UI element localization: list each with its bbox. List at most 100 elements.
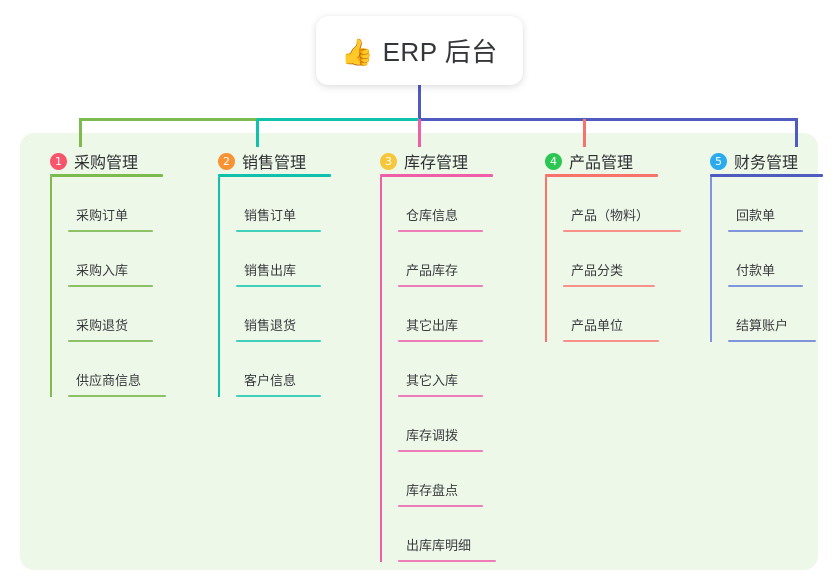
- leaf-underline: [563, 285, 655, 287]
- leaf-underline: [563, 230, 681, 232]
- leaf-label: 采购入库: [76, 263, 129, 278]
- leaf-underline: [398, 560, 496, 562]
- branch-header-3[interactable]: 3 库存管理: [362, 145, 522, 177]
- branch-underline-5: [710, 174, 823, 177]
- leaf-item[interactable]: 仓库信息: [380, 177, 522, 232]
- leaf-underline: [563, 340, 659, 342]
- branch-underline-1: [50, 174, 163, 177]
- thumbs-up-icon: 👍: [341, 36, 374, 67]
- branch-header-2[interactable]: 2 销售管理: [200, 145, 360, 177]
- branch-number-badge-5: 5: [710, 152, 727, 170]
- leaf-label: 其它入库: [406, 373, 459, 388]
- leaf-item[interactable]: 产品单位: [545, 287, 697, 342]
- branch-spine-3: [380, 177, 382, 562]
- leaf-item[interactable]: 产品分类: [545, 232, 697, 287]
- branch-column-5: 5 财务管理 回款单 付款单 结算账户: [692, 145, 839, 342]
- leaf-label: 出库库明细: [406, 538, 472, 553]
- branch-header-1[interactable]: 1 采购管理: [32, 145, 192, 177]
- leaf-label: 采购订单: [76, 208, 129, 223]
- leaf-item[interactable]: 结算账户: [710, 287, 839, 342]
- leaf-label: 采购退货: [76, 318, 129, 333]
- leaf-underline: [236, 340, 321, 342]
- root-node[interactable]: 👍 ERP 后台: [316, 16, 523, 85]
- leaf-label: 销售出库: [244, 263, 297, 278]
- leaf-underline: [68, 340, 153, 342]
- branch-underline-3: [380, 174, 493, 177]
- leaf-list-4: 产品（物料） 产品分类 产品单位: [527, 177, 697, 342]
- leaf-label: 产品单位: [571, 318, 624, 333]
- leaf-label: 仓库信息: [406, 208, 459, 223]
- leaf-underline: [398, 395, 483, 397]
- leaf-underline: [68, 395, 166, 397]
- leaf-item[interactable]: 客户信息: [218, 342, 360, 397]
- leaf-item[interactable]: 付款单: [710, 232, 839, 287]
- branch-column-4: 4 产品管理 产品（物料） 产品分类 产品单位: [527, 145, 697, 342]
- leaf-label: 其它出库: [406, 318, 459, 333]
- branch-column-1: 1 采购管理 采购订单 采购入库 采购退货 供应商信息: [32, 145, 192, 397]
- branch-column-2: 2 销售管理 销售订单 销售出库 销售退货 客户信息: [200, 145, 360, 397]
- branch-title-3: 库存管理: [404, 155, 469, 172]
- leaf-underline: [236, 285, 321, 287]
- leaf-label: 库存调拨: [406, 428, 459, 443]
- leaf-label: 库存盘点: [406, 483, 459, 498]
- branch-number-badge-1: 1: [50, 152, 67, 170]
- branch-spine-5: [710, 177, 712, 342]
- leaf-item[interactable]: 回款单: [710, 177, 839, 232]
- leaf-list-3: 仓库信息 产品库存 其它出库 其它入库 库存调拨 库存盘点: [362, 177, 522, 562]
- leaf-list-1: 采购订单 采购入库 采购退货 供应商信息: [32, 177, 192, 397]
- leaf-item[interactable]: 库存调拨: [380, 397, 522, 452]
- leaf-item[interactable]: 销售出库: [218, 232, 360, 287]
- leaf-item[interactable]: 销售订单: [218, 177, 360, 232]
- branch-underline-2: [218, 174, 331, 177]
- root-title: ERP 后台: [382, 37, 498, 67]
- leaf-label: 回款单: [736, 208, 776, 223]
- leaf-item[interactable]: 采购入库: [50, 232, 192, 287]
- leaf-item[interactable]: 其它出库: [380, 287, 522, 342]
- leaf-underline: [398, 340, 483, 342]
- branch-spine-4: [545, 177, 547, 342]
- leaf-item[interactable]: 采购退货: [50, 287, 192, 342]
- leaf-list-2: 销售订单 销售出库 销售退货 客户信息: [200, 177, 360, 397]
- leaf-underline: [236, 395, 321, 397]
- leaf-label: 销售订单: [244, 208, 297, 223]
- leaf-item[interactable]: 其它入库: [380, 342, 522, 397]
- leaf-underline: [236, 230, 321, 232]
- leaf-underline: [398, 230, 483, 232]
- branch-column-3: 3 库存管理 仓库信息 产品库存 其它出库 其它入库 库存调拨: [362, 145, 522, 562]
- leaf-label: 付款单: [736, 263, 776, 278]
- leaf-underline: [398, 285, 483, 287]
- leaf-item[interactable]: 出库库明细: [380, 507, 522, 562]
- leaf-item[interactable]: 供应商信息: [50, 342, 192, 397]
- branch-number-badge-2: 2: [218, 152, 235, 170]
- leaf-list-5: 回款单 付款单 结算账户: [692, 177, 839, 342]
- leaf-label: 产品（物料）: [571, 208, 650, 223]
- diagram-background-panel: [20, 133, 818, 570]
- leaf-label: 产品库存: [406, 263, 459, 278]
- leaf-underline: [68, 285, 153, 287]
- leaf-label: 产品分类: [571, 263, 624, 278]
- leaf-label: 供应商信息: [76, 373, 142, 388]
- branch-number-badge-4: 4: [545, 152, 562, 170]
- branch-header-4[interactable]: 4 产品管理: [527, 145, 697, 177]
- branch-header-5[interactable]: 5 财务管理: [692, 145, 839, 177]
- branch-spine-2: [218, 177, 220, 397]
- branch-title-5: 财务管理: [734, 155, 799, 172]
- leaf-item[interactable]: 销售退货: [218, 287, 360, 342]
- leaf-underline: [728, 230, 803, 232]
- leaf-item[interactable]: 采购订单: [50, 177, 192, 232]
- leaf-label: 销售退货: [244, 318, 297, 333]
- branch-title-1: 采购管理: [74, 155, 139, 172]
- leaf-item[interactable]: 产品（物料）: [545, 177, 697, 232]
- leaf-underline: [728, 285, 803, 287]
- leaf-underline: [68, 230, 153, 232]
- branch-title-2: 销售管理: [242, 155, 307, 172]
- branch-title-4: 产品管理: [569, 155, 634, 172]
- leaf-item[interactable]: 产品库存: [380, 232, 522, 287]
- leaf-underline: [398, 505, 483, 507]
- leaf-label: 客户信息: [244, 373, 297, 388]
- leaf-underline: [728, 340, 816, 342]
- leaf-item[interactable]: 库存盘点: [380, 452, 522, 507]
- leaf-underline: [398, 450, 483, 452]
- branch-underline-4: [545, 174, 658, 177]
